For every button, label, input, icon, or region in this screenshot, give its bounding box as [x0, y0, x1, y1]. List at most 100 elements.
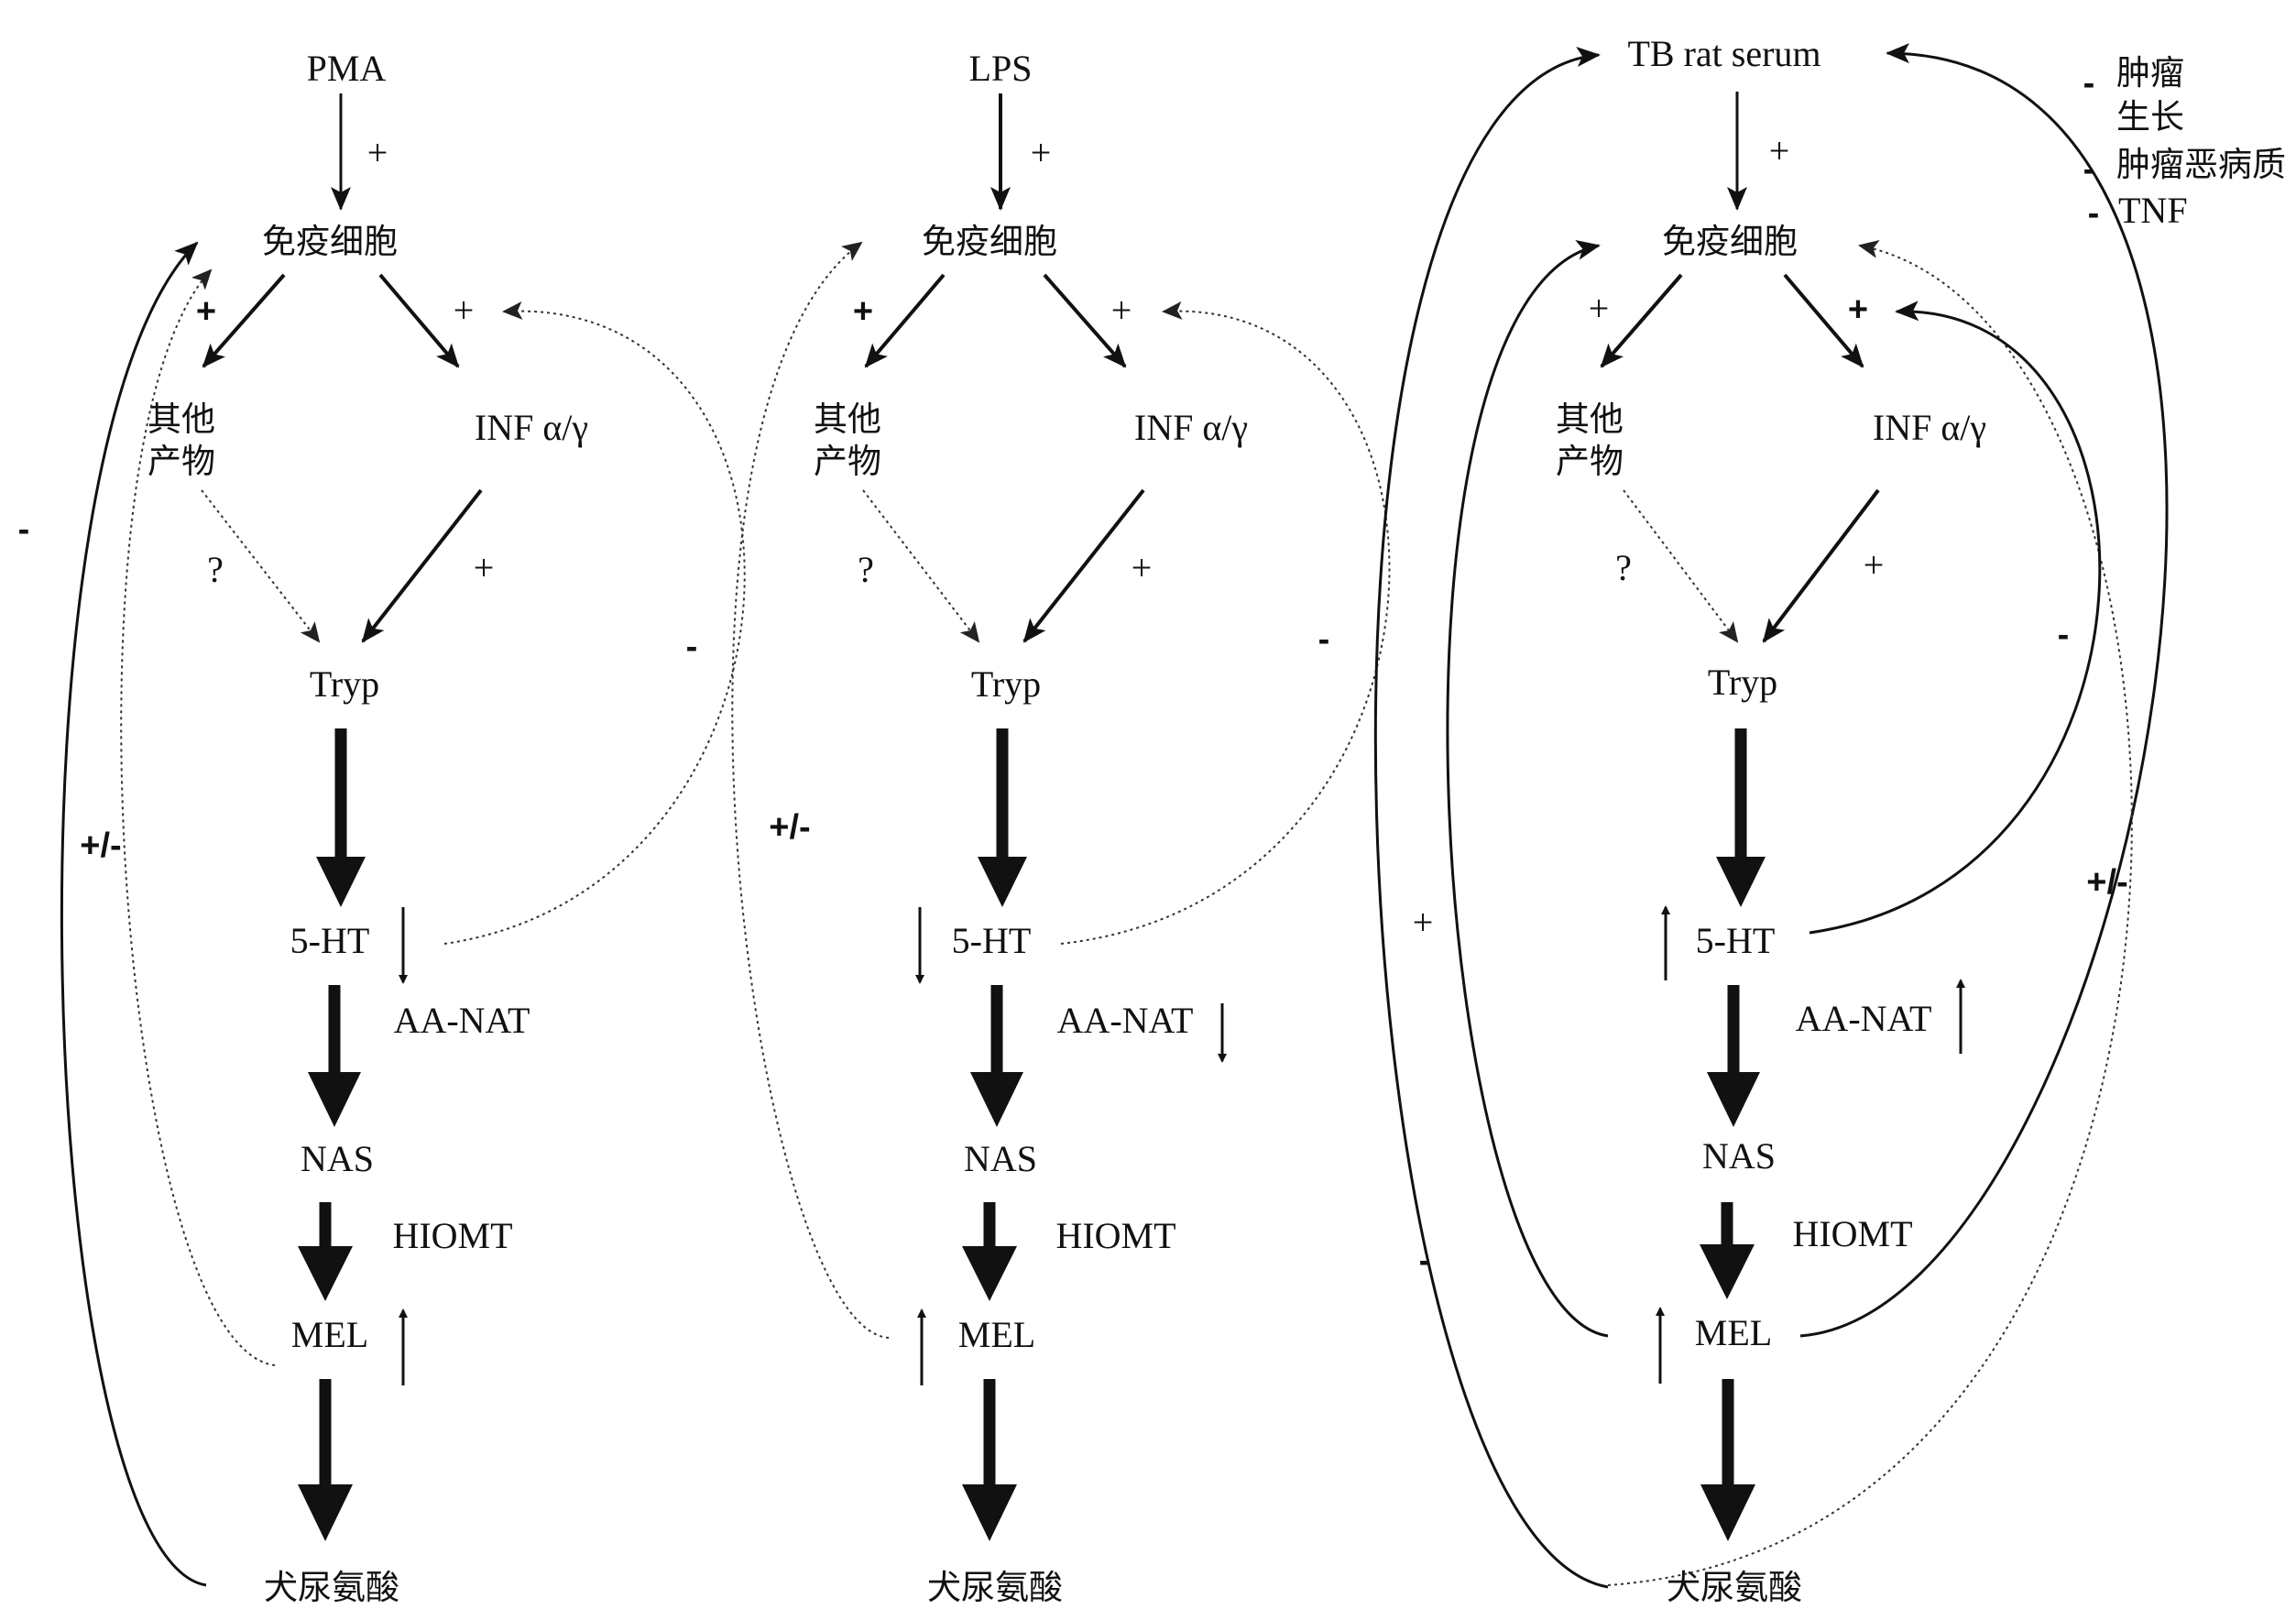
loop-kyn-immune [60, 241, 207, 1587]
ht-label: 5-HT [1696, 920, 1776, 961]
hiomt-label: HIOMT [1055, 1215, 1175, 1256]
pathway-head [316, 857, 366, 907]
legend-item: - TNF [2088, 190, 2188, 233]
other-products-line1: 其他 [148, 400, 215, 439]
loop-ht-immune [1060, 301, 1391, 945]
arrow-inf-tryp [361, 488, 483, 643]
nas-label: NAS [964, 1138, 1037, 1179]
legend-text-line1: 肿瘤 [2116, 53, 2184, 93]
aanat-label: AA-NAT [394, 1000, 530, 1041]
aanat-label: AA-NAT [1796, 998, 1932, 1039]
mel-label: MEL [958, 1314, 1035, 1355]
kynurenine-label: 犬尿氨酸 [264, 1568, 399, 1607]
tryp-label: Tryp [971, 663, 1041, 705]
mel-label: MEL [291, 1314, 368, 1355]
other-products-line2: 产物 [148, 442, 215, 481]
sign-right: + [454, 290, 475, 331]
stimulus-label: LPS [969, 48, 1033, 89]
sign-outer-minus: - [1419, 1242, 1431, 1280]
inf-label: INF α/γ [475, 407, 588, 448]
loop-kyn-serum [1373, 47, 1609, 1589]
pathway-head [1707, 1072, 1760, 1127]
mel-label: MEL [1695, 1312, 1772, 1353]
pathway-head [1716, 857, 1766, 907]
pathway-head [978, 857, 1027, 907]
sign-inf-tryp: + [1132, 547, 1153, 588]
kynurenine-label: 犬尿氨酸 [1667, 1568, 1802, 1607]
other-products-line2: 产物 [814, 442, 881, 481]
other-products-line2: 产物 [1556, 442, 1624, 481]
panel-lps: LPS + 免疫细胞 + + 其他 产物 INF α/γ ? + Tryp 5-… [731, 48, 1391, 1607]
stimulus-label: TB rat serum [1627, 33, 1820, 74]
question-mark: ? [207, 549, 224, 590]
sign-ht-minus: - [1318, 620, 1330, 659]
sign-ht-minus: - [686, 628, 698, 666]
loop-mel-immune [731, 241, 890, 1339]
sign-stim: + [1769, 130, 1790, 171]
sign-right: + [1848, 290, 1868, 329]
pathway-head [1700, 1484, 1755, 1541]
inf-label: INF α/γ [1134, 407, 1248, 448]
question-mark: ? [858, 549, 874, 590]
legend-sign: - [2083, 64, 2095, 103]
sign-inf-tryp: + [1864, 544, 1885, 586]
question-mark: ? [1615, 547, 1632, 588]
sign-outer-plus: + [1413, 902, 1434, 943]
hiomt-label: HIOMT [1792, 1213, 1912, 1254]
hiomt-label: HIOMT [392, 1215, 512, 1256]
sign-feedback: +/- [2086, 863, 2127, 902]
pathway-head [1700, 1244, 1755, 1299]
sign-ht-minus: - [2058, 616, 2070, 654]
ht-label: 5-HT [290, 920, 370, 961]
sign-left: + [853, 292, 873, 331]
legend-item: - 肿瘤恶病质 [2083, 145, 2286, 189]
pathway-head [298, 1484, 353, 1541]
legend-text-line2: 生长 [2116, 97, 2184, 137]
stimulus-label: PMA [307, 48, 387, 89]
aanat-label: AA-NAT [1057, 1000, 1194, 1041]
legend-item: - 肿瘤 生长 [2083, 53, 2184, 137]
legend-sign: - [2083, 150, 2095, 189]
sign-left: + [1589, 288, 1610, 329]
arrow-immune-other [864, 273, 946, 368]
sign-inf-tryp: + [474, 547, 495, 588]
loop-kyn-immune [1607, 240, 2133, 1586]
pathway-head [970, 1072, 1023, 1127]
arrow-other-tryp [862, 489, 980, 643]
arrow-immune-other [202, 273, 286, 368]
immune-cells-label: 免疫细胞 [1662, 222, 1798, 261]
arrow-immune-inf [378, 273, 460, 368]
loop-mel-immune [120, 268, 276, 1366]
arrow-other-tryp [1623, 489, 1739, 643]
immune-cells-label: 免疫细胞 [262, 222, 398, 261]
legend: - 肿瘤 生长 - 肿瘤恶病质 - TNF [2083, 53, 2286, 233]
sign-right: + [1111, 290, 1132, 331]
nas-label: NAS [1702, 1135, 1776, 1177]
arrow-immune-inf [1783, 273, 1864, 368]
sign-stim: + [367, 132, 388, 173]
sign-feedback: +/- [769, 808, 810, 847]
tryp-label: Tryp [1708, 662, 1777, 703]
arrow-immune-inf [1043, 273, 1127, 368]
panel-pma: PMA + 免疫细胞 + + 其他 产物 INF α/γ ? + Tryp 5-… [18, 48, 746, 1607]
legend-text-line1: TNF [2118, 190, 2188, 231]
ht-label: 5-HT [952, 920, 1032, 961]
loop-ht-inf [1809, 301, 2102, 935]
legend-text-line1: 肿瘤恶病质 [2116, 145, 2286, 184]
sign-far-minus: - [18, 510, 30, 549]
kynurenine-label: 犬尿氨酸 [927, 1568, 1063, 1607]
sign-stim: + [1031, 132, 1052, 173]
immune-cells-label: 免疫细胞 [922, 222, 1057, 261]
loop-ht-immune [443, 301, 746, 945]
pathway-head [308, 1072, 361, 1127]
sign-left: + [196, 292, 216, 331]
tryp-label: Tryp [310, 663, 379, 705]
legend-sign: - [2088, 194, 2100, 233]
inf-label: INF α/γ [1873, 407, 1986, 448]
pathway-head [962, 1246, 1017, 1301]
arrow-inf-tryp [1762, 488, 1880, 643]
other-products-line1: 其他 [1556, 400, 1624, 439]
loop-mel-immune [1446, 240, 1609, 1338]
sign-feedback: +/- [80, 826, 121, 865]
